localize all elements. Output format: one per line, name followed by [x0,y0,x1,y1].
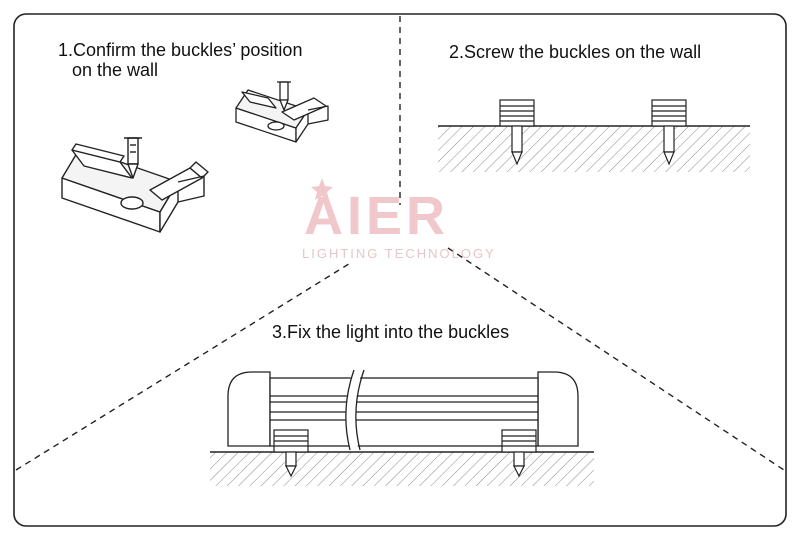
buckle-left-step2 [499,99,535,166]
step3-number: 3. [272,322,288,342]
right-diagonal-divider [447,247,785,471]
watermark-star-icon [311,178,333,200]
watermark-brand: AIER [304,186,450,246]
step3-text: Fix the light into the buckles [287,322,510,342]
buckle-large-illustration [61,137,209,233]
step1-title-line2: on the wall [72,60,159,80]
step1-title: 1.Confirm the buckles’ position on the w… [58,40,302,80]
wall-section-step3 [210,451,594,486]
step2-number: 2. [449,42,465,62]
step2-text: Screw the buckles on the wall [464,42,702,62]
buckle-right-step2 [651,99,687,166]
buckle-small-illustration [235,81,329,143]
panel-dividers [15,16,785,471]
step2-title: 2.Screw the buckles on the wall [449,42,701,62]
step1-title-line1: 1.Confirm the buckles’ position [58,40,303,60]
outer-frame [13,13,787,527]
watermark-tagline: LIGHTING TECHNOLOGY [302,246,496,261]
step3-title: 3.Fix the light into the buckles [272,322,509,342]
buckle-right-step3 [501,429,537,478]
buckle-left-step3 [273,429,309,478]
light-tube [227,368,579,452]
wall-section-step2 [438,125,750,172]
